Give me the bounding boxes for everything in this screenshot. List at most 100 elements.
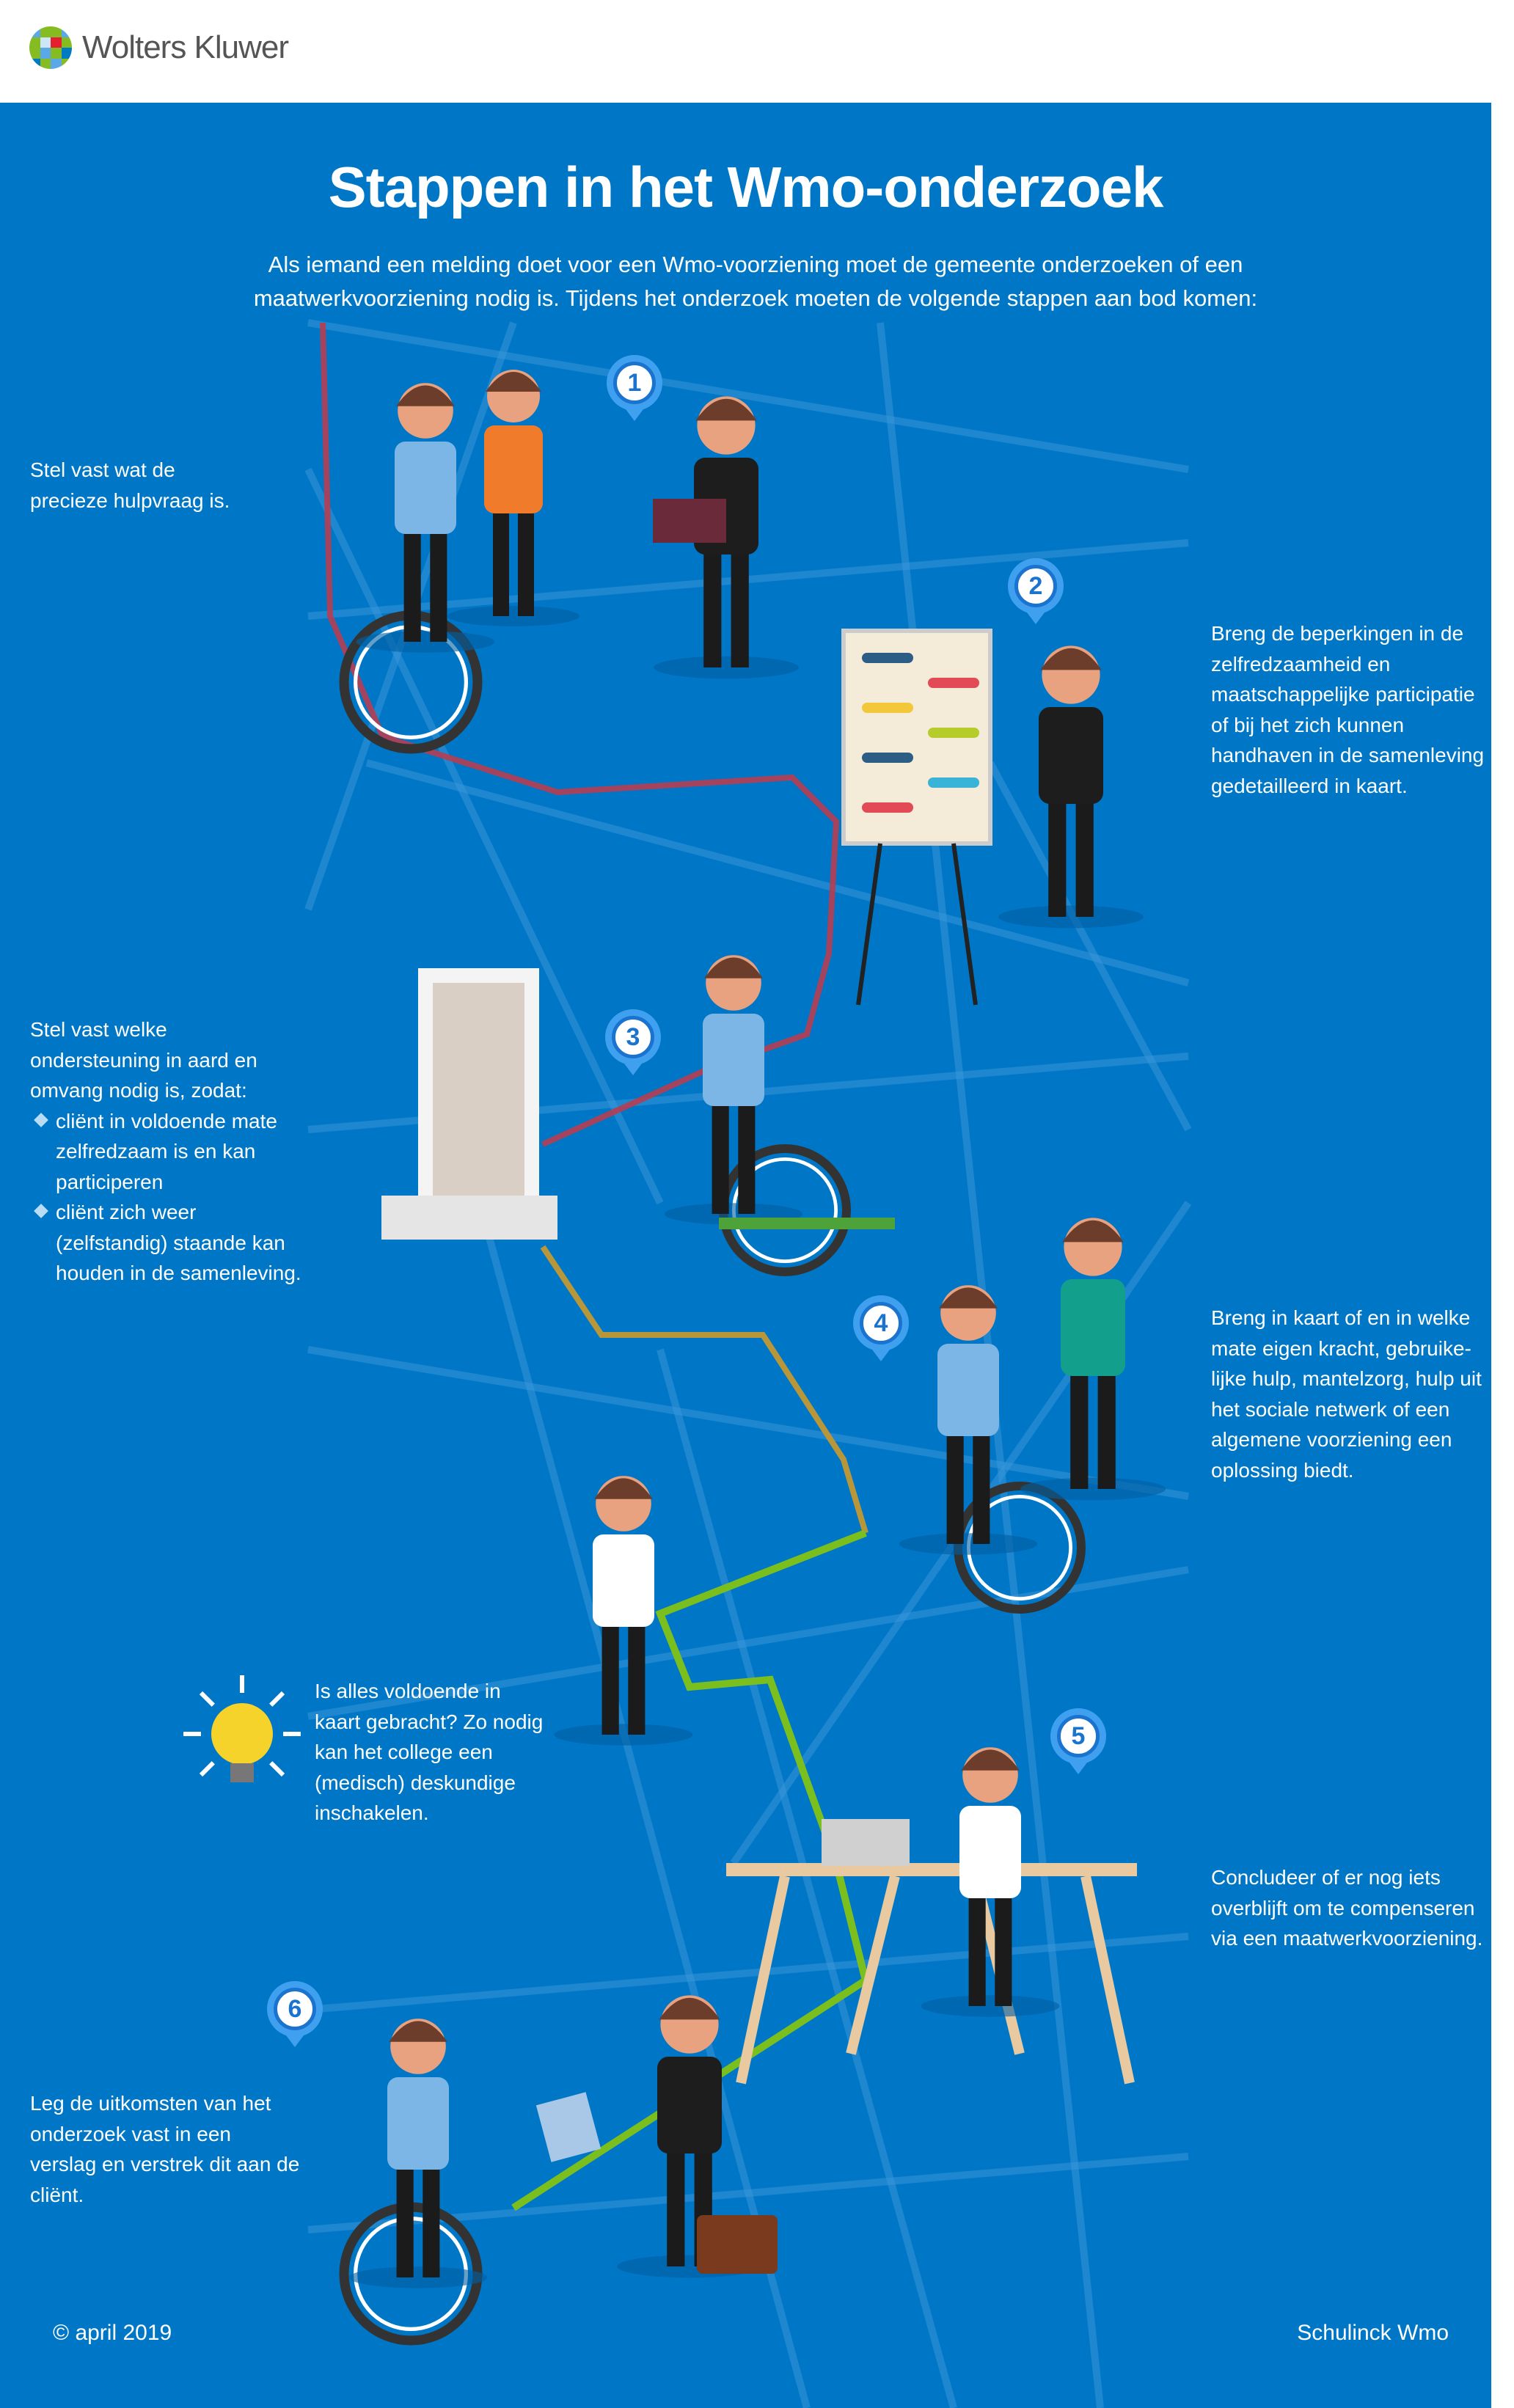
client-3-hair [939, 1287, 998, 1309]
step-1-pin: 1 [607, 355, 662, 421]
client-4-shadow [348, 2266, 488, 2288]
step-number: 6 [274, 1988, 316, 2030]
official-4-body [657, 2057, 722, 2153]
official-2-leg [1075, 796, 1094, 917]
official-4-leg [667, 2145, 685, 2266]
official-leg [703, 546, 722, 667]
official-3-leg [995, 1890, 1012, 2006]
map-street [307, 1933, 1189, 2013]
map-street [657, 1348, 957, 2408]
client-hair [396, 385, 455, 406]
step-6-text: Leg de uitkomsten van het onderzoek vast… [30, 2092, 300, 2206]
official-shadow [654, 656, 799, 679]
client-3-body [937, 1344, 999, 1436]
chart-bar [862, 653, 913, 663]
easel-leg [856, 843, 882, 1006]
caregiver-leg [1097, 1368, 1116, 1489]
light-ray [269, 1761, 285, 1777]
logo-mark-icon [29, 26, 72, 69]
step-2-pin: 2 [1008, 558, 1064, 624]
client-shadow [356, 631, 495, 653]
map-street [987, 761, 1192, 1132]
tip-text: Is alles voldoende in kaart gebracht? Zo… [315, 1680, 544, 1824]
caregiver-leg [1070, 1368, 1089, 1489]
map-street [304, 467, 664, 1205]
map-street [307, 1346, 1189, 1500]
step-6-pin: 6 [267, 1981, 323, 2047]
briefcase-icon [697, 2215, 778, 2274]
step-3-pin: 3 [605, 1009, 661, 1075]
map-street [365, 759, 1190, 987]
official-3-shadow [921, 1995, 1060, 2017]
caregiver-shadow [1020, 1477, 1166, 1501]
step-3-text: Stel vast welke ondersteuning in aard en… [30, 1014, 301, 1289]
client-2-leg [712, 1098, 729, 1214]
lightbulb-base [230, 1763, 254, 1782]
step-2-text: Breng de beperkingen in de zelfredzaamhe… [1211, 622, 1485, 797]
step-number: 5 [1057, 1715, 1100, 1757]
step-5-text: Concludeer of er nog iets overblijft om … [1211, 1866, 1483, 1950]
doctor-shadow [554, 1724, 693, 1746]
desk-leg [736, 1875, 790, 2085]
intro-text: Als iemand een melding doet voor een Wmo… [253, 252, 1258, 311]
report-icon [535, 2092, 601, 2162]
client-2-hair [704, 957, 763, 978]
doctor-body [593, 1534, 654, 1627]
grass [719, 1218, 895, 1229]
step-3-bullets: cliënt in voldoende mate zelfredzaam is … [30, 1106, 301, 1289]
chart-bar [862, 753, 913, 763]
caregiver-hair [1062, 1220, 1124, 1243]
client-4-leg [423, 2162, 440, 2277]
woman-body [484, 425, 543, 513]
chart-bar [928, 678, 979, 688]
footer-source: Schulinck Wmo [1297, 2321, 1449, 2345]
illustration [183, 319, 1192, 2408]
client-leg [430, 526, 447, 642]
official-2-body [1039, 707, 1103, 804]
doorstep [381, 1196, 557, 1240]
chart-bar [928, 728, 979, 738]
footer-date: © april 2019 [53, 2321, 172, 2345]
client-3-leg [946, 1428, 964, 1544]
desk [726, 1863, 1137, 1876]
step-1-text: Stel vast wat de precieze hulpvraag is. [30, 458, 230, 512]
client-2-leg [738, 1098, 756, 1214]
client-4-leg [396, 2162, 414, 2277]
doctor-leg [601, 1619, 619, 1735]
doctor-leg [628, 1619, 646, 1735]
doctor-hair [594, 1478, 653, 1499]
woman-leg [518, 506, 534, 616]
client-body [395, 442, 456, 534]
chart-bar [862, 802, 913, 813]
official-hair [695, 398, 757, 421]
woman-hair [486, 372, 541, 392]
official-2-leg [1048, 796, 1067, 917]
door-icon [433, 983, 524, 1196]
route-red [320, 322, 840, 1147]
woman-leg [493, 506, 509, 616]
client-4-body [387, 2077, 449, 2170]
step-4-pin: 4 [853, 1295, 909, 1361]
step-5-pin: 5 [1050, 1708, 1106, 1774]
bullet-item: cliënt in voldoende mate zelfredzaam is … [30, 1106, 301, 1198]
wolters-kluwer-logo[interactable]: Wolters Kluwer [29, 26, 289, 69]
step-number: 4 [860, 1302, 902, 1344]
header: Wolters Kluwer [0, 0, 1514, 103]
step-number: 2 [1014, 565, 1057, 607]
desk-leg [846, 1875, 900, 2055]
client-3-shadow [899, 1533, 1038, 1555]
client-2-body [703, 1014, 764, 1106]
client-4-hair [389, 2021, 447, 2042]
chart-bar [928, 777, 979, 788]
official-leg [731, 546, 749, 667]
brand-name: Wolters Kluwer [82, 29, 289, 65]
client-leg [403, 526, 421, 642]
step-3-intro: Stel vast welke ondersteuning in aard en… [30, 1018, 257, 1102]
step-4-text: Breng in kaart of en in welke mate eigen… [1211, 1306, 1482, 1482]
map-street [307, 319, 1189, 473]
route-gold [540, 1245, 868, 1534]
official-3-hair [961, 1749, 1020, 1771]
lightbulb-icon [211, 1703, 273, 1765]
page-title: Stappen in het Wmo-onderzoek [328, 155, 1164, 219]
step-number: 3 [612, 1016, 654, 1058]
